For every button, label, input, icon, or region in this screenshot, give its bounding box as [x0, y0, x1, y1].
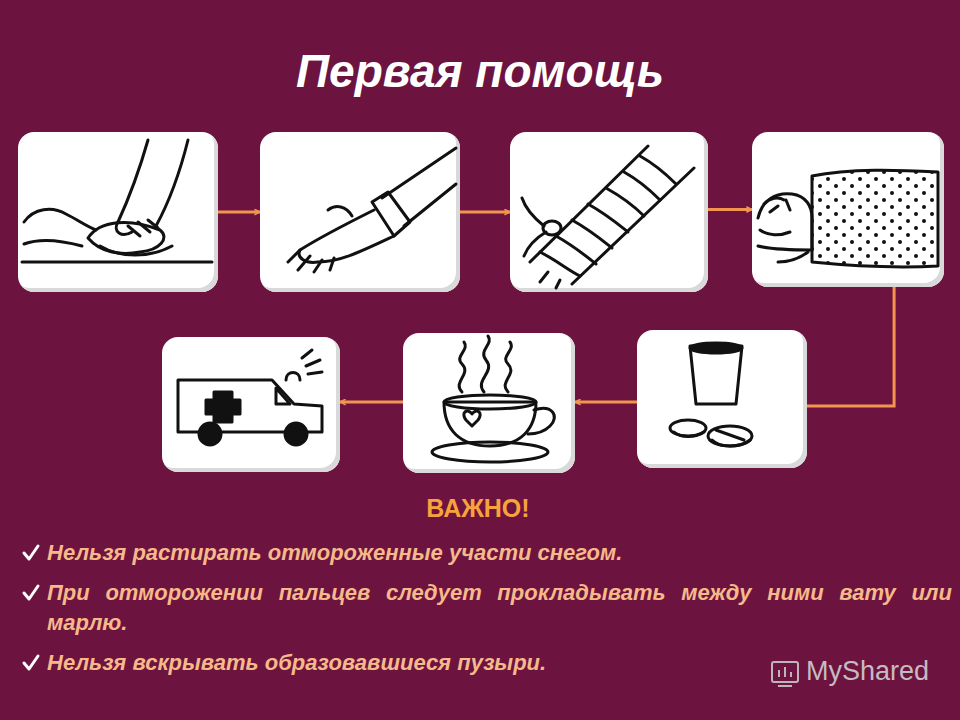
- pills-pictogram: [670, 343, 752, 446]
- check-mark: [24, 656, 38, 669]
- pictogram-stroke: [288, 250, 334, 272]
- flow-arrow: [340, 401, 403, 404]
- watermark-icon-screen: [772, 662, 798, 682]
- step-box: [403, 333, 575, 473]
- step-box: [510, 132, 708, 292]
- pictogram-stroke: [276, 388, 290, 404]
- pictogram-stroke: [464, 411, 480, 426]
- pictogram-stroke: [530, 146, 648, 262]
- pictogram-stroke: [404, 184, 456, 226]
- step-box: [260, 132, 460, 292]
- pictogram-stroke: [178, 380, 322, 432]
- pictogram-stroke: [522, 198, 546, 256]
- pictogram-stroke: [128, 220, 158, 236]
- step-box: [162, 337, 340, 472]
- pictogram-stroke: [690, 343, 742, 353]
- pictogram-stroke: [690, 346, 742, 404]
- watermark-icon-bar: [784, 667, 786, 677]
- pictogram-stroke: [285, 423, 307, 445]
- pictogram-stroke: [382, 148, 456, 198]
- check-mark: [24, 546, 38, 559]
- pictogram-stroke: [778, 252, 808, 262]
- important-heading: ВАЖНО!: [0, 494, 956, 523]
- note-text: Нельзя растирать отмороженные участи сне…: [47, 538, 952, 568]
- watermark-icon: [772, 662, 798, 686]
- check-mark: [24, 586, 38, 599]
- pictogram-stroke: [156, 140, 188, 226]
- step-box: [637, 330, 807, 468]
- pictogram-stroke: [540, 252, 580, 276]
- pictogram-stroke: [459, 342, 465, 392]
- pictogram-stroke: [758, 194, 812, 250]
- pictogram-stroke: [712, 430, 750, 446]
- pictogram-stroke: [760, 230, 790, 235]
- pictogram-stroke: [556, 236, 596, 264]
- pictogram-stroke: [481, 336, 489, 392]
- pictogram-stroke: [670, 420, 706, 436]
- watermark: MyShared: [806, 656, 954, 687]
- pictogram-stroke: [640, 156, 676, 184]
- pictogram-stroke: [764, 198, 790, 212]
- pictogram-stroke: [432, 442, 548, 462]
- pictogram-stroke: [88, 222, 164, 253]
- rub-pictogram: [22, 140, 212, 262]
- pictogram-stroke: [206, 392, 240, 422]
- pictogram-stroke: [286, 373, 300, 381]
- flow-arrow: [218, 211, 260, 214]
- page-title: Первая помощь: [0, 44, 960, 98]
- tea-pictogram: [432, 336, 554, 462]
- pictogram-stroke: [302, 350, 322, 374]
- pictogram-stroke: [528, 408, 554, 434]
- blanket-pictogram: [758, 170, 938, 267]
- arm-pictogram: [288, 148, 456, 272]
- watermark-icon-bar: [790, 672, 792, 677]
- pictogram-stroke: [572, 220, 612, 248]
- pictogram-stroke: [812, 170, 938, 267]
- pictogram-stroke: [674, 432, 704, 437]
- pictogram-stroke: [328, 207, 352, 216]
- watermark-icon-bar: [778, 670, 780, 677]
- flow-arrow: [708, 208, 752, 211]
- note-text: При отморожении пальцев следует проклады…: [47, 578, 952, 638]
- pictogram-stroke: [372, 192, 410, 236]
- pictogram-stroke: [100, 246, 172, 255]
- pictogram-stroke: [118, 140, 148, 222]
- pictogram-stroke: [624, 172, 660, 200]
- pictogram-stroke: [299, 210, 394, 262]
- flow-arrow: [575, 401, 637, 404]
- pictogram-stroke: [572, 168, 694, 284]
- flow-arrow: [460, 211, 510, 214]
- pictogram-stroke: [199, 423, 221, 445]
- watermark-icon-stand: [778, 685, 792, 687]
- pictogram-stroke: [606, 188, 644, 216]
- pictogram-stroke: [24, 240, 82, 246]
- pictogram-stroke: [540, 272, 560, 288]
- pictogram-stroke: [543, 221, 561, 235]
- step-box: [752, 132, 944, 287]
- pictogram-stroke: [444, 402, 536, 446]
- pictogram-stroke: [116, 222, 132, 234]
- ambulance-pictogram: [178, 350, 322, 445]
- step-box: [18, 132, 218, 292]
- pictogram-stroke: [22, 261, 212, 264]
- bandage-pictogram: [522, 146, 694, 288]
- pictogram-stroke: [708, 426, 752, 446]
- flow-arrow: [807, 287, 894, 406]
- pictogram-stroke: [444, 395, 536, 409]
- pictogram-stroke: [24, 209, 96, 230]
- pictogram-stroke: [505, 342, 511, 392]
- pictogram-stroke: [588, 204, 628, 232]
